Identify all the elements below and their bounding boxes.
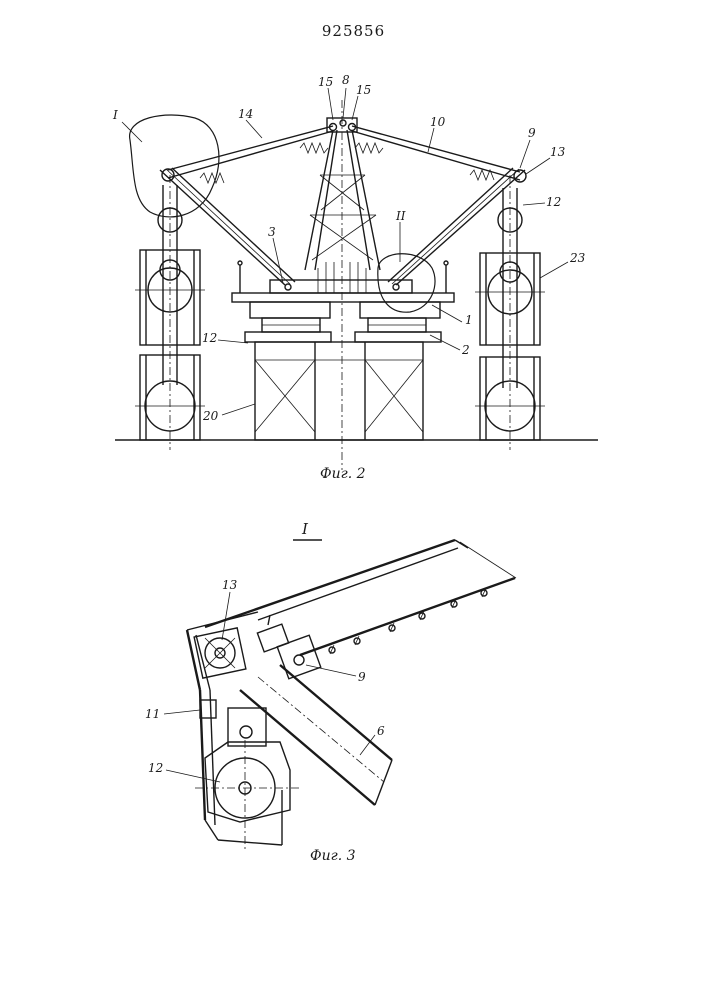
figure-3: 13 9 11 6 12: [145, 540, 516, 850]
label-12-left: 12: [202, 331, 217, 345]
label-15-left: 15: [318, 75, 333, 89]
clamp-9: [257, 615, 320, 679]
detail-circle-I: [130, 115, 219, 217]
support-frame-20: [255, 342, 423, 440]
label-12-right: 12: [546, 195, 561, 209]
cable-14: [168, 126, 333, 170]
label-3: 3: [268, 225, 276, 239]
beam-top: [205, 540, 516, 655]
pulley-13: [194, 628, 246, 678]
label-11: 11: [145, 707, 160, 721]
left-side-tower: [135, 175, 205, 450]
figure-3-caption: Фиг. 3: [310, 848, 356, 864]
label-13: 13: [550, 145, 566, 159]
cable-10-lower: [352, 131, 520, 180]
right-side-tower: [475, 175, 545, 450]
jack-2: [245, 302, 441, 342]
hub-11: [200, 700, 266, 746]
boom-6: [240, 665, 392, 805]
section-title-I: I: [302, 520, 308, 538]
figure-2-caption: Фиг. 2: [320, 466, 366, 482]
label-1: 1: [465, 313, 473, 327]
cable-14-lower: [168, 131, 333, 178]
central-tower: [300, 118, 383, 270]
label-13: 13: [222, 578, 238, 592]
label-9: 9: [358, 670, 366, 684]
figure-2: I 14 15 8 15 10 9 13 12 23 3 II 1 2 12 2…: [112, 73, 598, 470]
label-9: 9: [528, 126, 536, 140]
label-II: II: [395, 209, 406, 223]
label-8: 8: [342, 73, 350, 87]
label-15-right: 15: [356, 83, 371, 97]
right-boom: [388, 168, 525, 285]
leader-lines: [122, 88, 568, 415]
pulley-12: [195, 740, 300, 850]
label-12: 12: [148, 761, 163, 775]
spring-left: [200, 173, 224, 183]
label-20: 20: [202, 409, 219, 423]
left-frame: [187, 612, 282, 845]
spring-right: [470, 170, 494, 180]
label-2: 2: [461, 343, 470, 357]
label-6: 6: [377, 724, 385, 738]
detail-circle-II: [378, 254, 435, 312]
label-I: I: [112, 108, 118, 122]
label-14: 14: [238, 107, 253, 121]
label-23: 23: [569, 251, 586, 265]
label-10: 10: [430, 115, 446, 129]
